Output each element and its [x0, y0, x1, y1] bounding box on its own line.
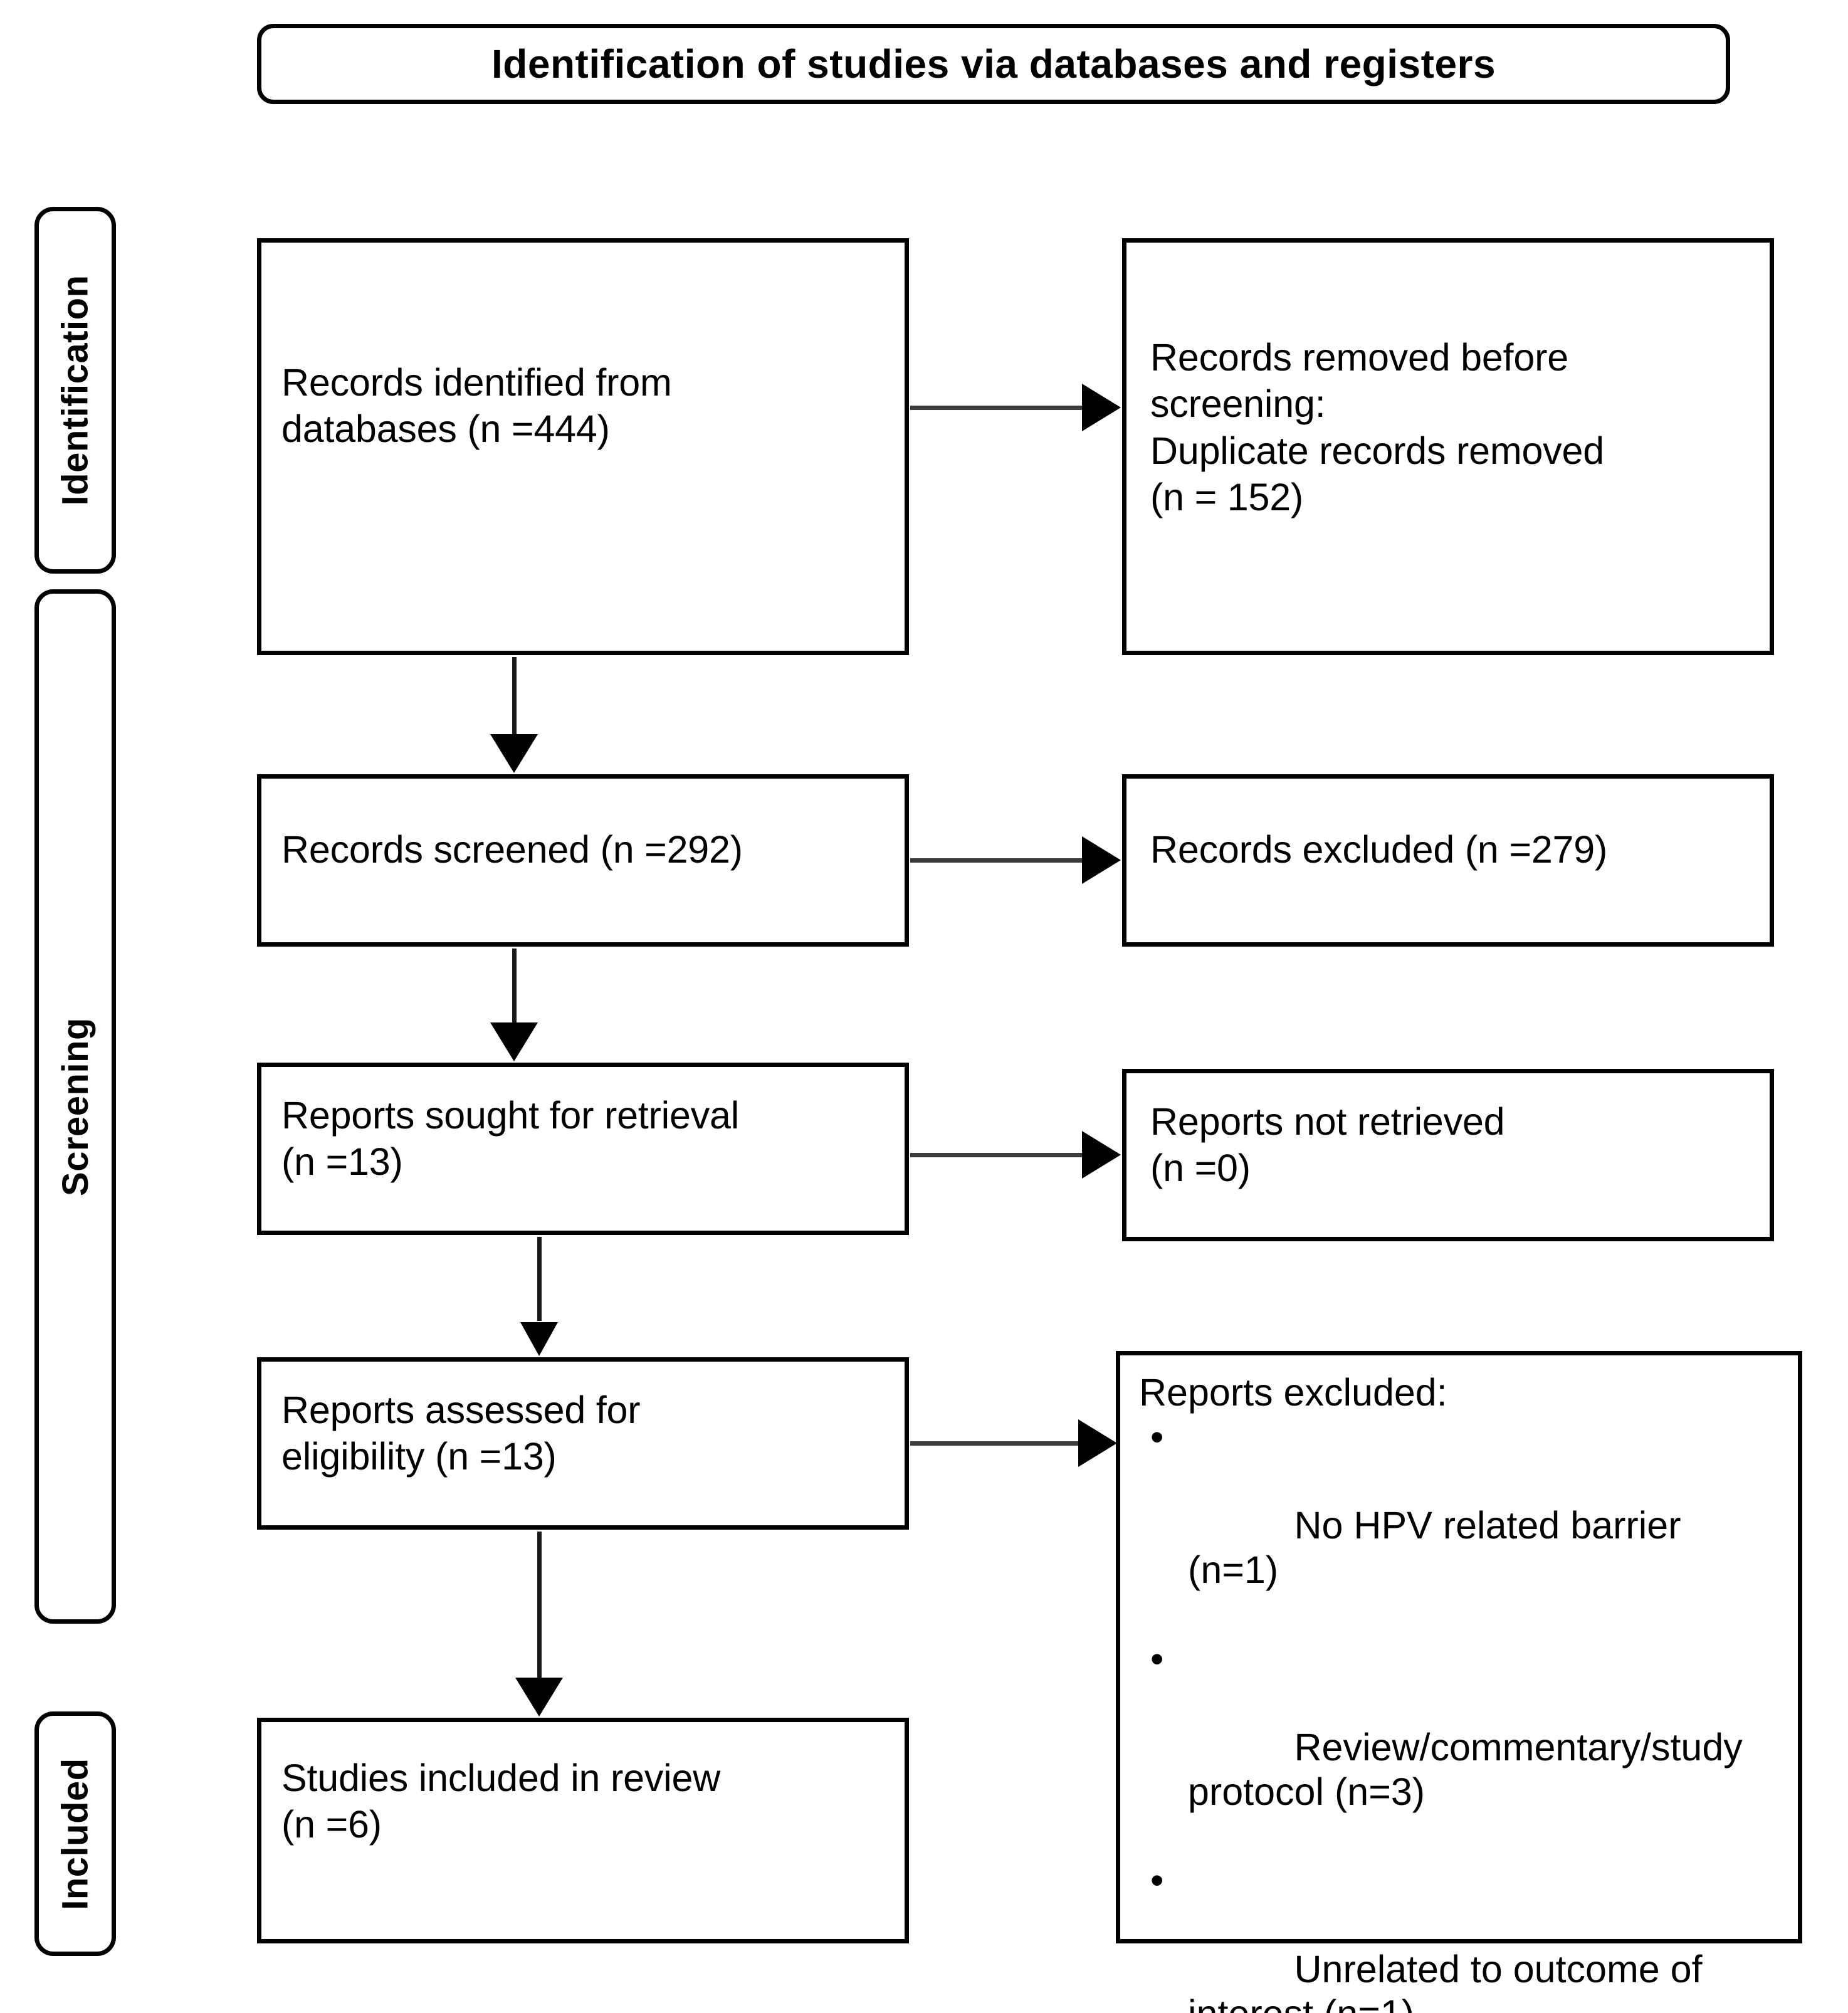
reports-excluded-content: Reports excluded: • No HPV related barri… [1139, 1370, 1829, 2013]
phase-label-screening: Screening [34, 589, 116, 1624]
box-records-removed: Records removed before screening: Duplic… [1122, 238, 1774, 655]
diagram-title-banner: Identification of studies via databases … [257, 24, 1730, 104]
list-item-text: No HPV related barrier (n=1) [1188, 1504, 1681, 1591]
reports-excluded-heading: Reports excluded: [1139, 1371, 1447, 1414]
arrow-assessed-to-included [501, 1532, 577, 1716]
list-item: • Unrelated to outcome of interest (n=1) [1139, 1858, 1829, 2013]
arrow-shaft [910, 1441, 1081, 1446]
box-reports-not-retrieved: Reports not retrieved (n =0) [1122, 1069, 1774, 1241]
arrow-shaft [512, 657, 517, 738]
bullet-icon: • [1150, 1415, 1164, 1458]
phase-label-identification: Identification [34, 207, 116, 574]
phase-label-included: Included [34, 1711, 116, 1956]
box-records-identified: Records identified from databases (n =44… [257, 238, 909, 655]
arrow-shaft [537, 1237, 542, 1321]
box-records-screened-text: Records screened (n =292) [281, 828, 743, 871]
box-records-identified-text: Records identified from databases (n =44… [281, 361, 672, 451]
box-reports-sought-text: Reports sought for retrieval (n =13) [281, 1094, 740, 1184]
box-records-removed-text: Records removed before screening: Duplic… [1150, 336, 1604, 519]
arrow-screened-to-excluded [910, 835, 1121, 885]
arrow-head-right-icon [1082, 836, 1121, 884]
arrow-sought-to-not-retrieved [910, 1130, 1121, 1180]
phase-label-text: Included [55, 1757, 96, 1910]
box-studies-included: Studies included in review (n =6) [257, 1718, 909, 1943]
list-item-text: Review/commentary/study protocol (n=3) [1188, 1726, 1743, 1813]
arrow-shaft [910, 858, 1084, 863]
box-records-excluded: Records excluded (n =279) [1122, 774, 1774, 947]
arrow-identified-to-removed [910, 382, 1121, 433]
arrow-sought-to-assessed [501, 1237, 577, 1356]
arrow-head-right-icon [1082, 384, 1121, 431]
arrow-shaft [512, 949, 517, 1026]
arrow-head-down-icon [490, 1022, 538, 1061]
box-reports-assessed: Reports assessed for eligibility (n =13) [257, 1357, 909, 1530]
list-item-text: Unrelated to outcome of interest (n=1) [1188, 1947, 1703, 2013]
box-reports-assessed-text: Reports assessed for eligibility (n =13) [281, 1389, 641, 1478]
arrow-screened-to-sought [476, 949, 552, 1061]
arrow-assessed-to-reports-excluded [910, 1418, 1117, 1468]
arrow-shaft [910, 405, 1084, 410]
list-item: • Review/commentary/study protocol (n=3) [1139, 1637, 1829, 1859]
box-reports-sought: Reports sought for retrieval (n =13) [257, 1063, 909, 1235]
arrow-head-down-icon [515, 1678, 563, 1716]
box-records-screened: Records screened (n =292) [257, 774, 909, 947]
phase-label-text: Screening [55, 1017, 96, 1196]
bullet-icon: • [1150, 1637, 1164, 1680]
arrow-shaft [910, 1152, 1084, 1157]
arrow-identified-to-screened [476, 657, 552, 773]
box-reports-not-retrieved-text: Reports not retrieved (n =0) [1150, 1100, 1505, 1190]
phase-label-text: Identification [55, 275, 96, 506]
box-reports-excluded: Reports excluded: • No HPV related barri… [1116, 1351, 1802, 2013]
arrow-head-right-icon [1082, 1131, 1121, 1179]
reports-excluded-list: • No HPV related barrier (n=1) • Review/… [1139, 1415, 1829, 2013]
list-item: • No HPV related barrier (n=1) [1139, 1415, 1829, 1637]
bullet-icon: • [1150, 1859, 1164, 1902]
page-title: Identification of studies via databases … [491, 41, 1496, 87]
arrow-head-right-icon [1078, 1419, 1117, 1467]
arrow-head-down-icon [490, 734, 538, 773]
arrow-head-down-icon [520, 1322, 558, 1356]
box-studies-included-text: Studies included in review (n =6) [281, 1757, 721, 1846]
arrow-shaft [537, 1532, 542, 1678]
box-records-excluded-text: Records excluded (n =279) [1150, 828, 1608, 871]
